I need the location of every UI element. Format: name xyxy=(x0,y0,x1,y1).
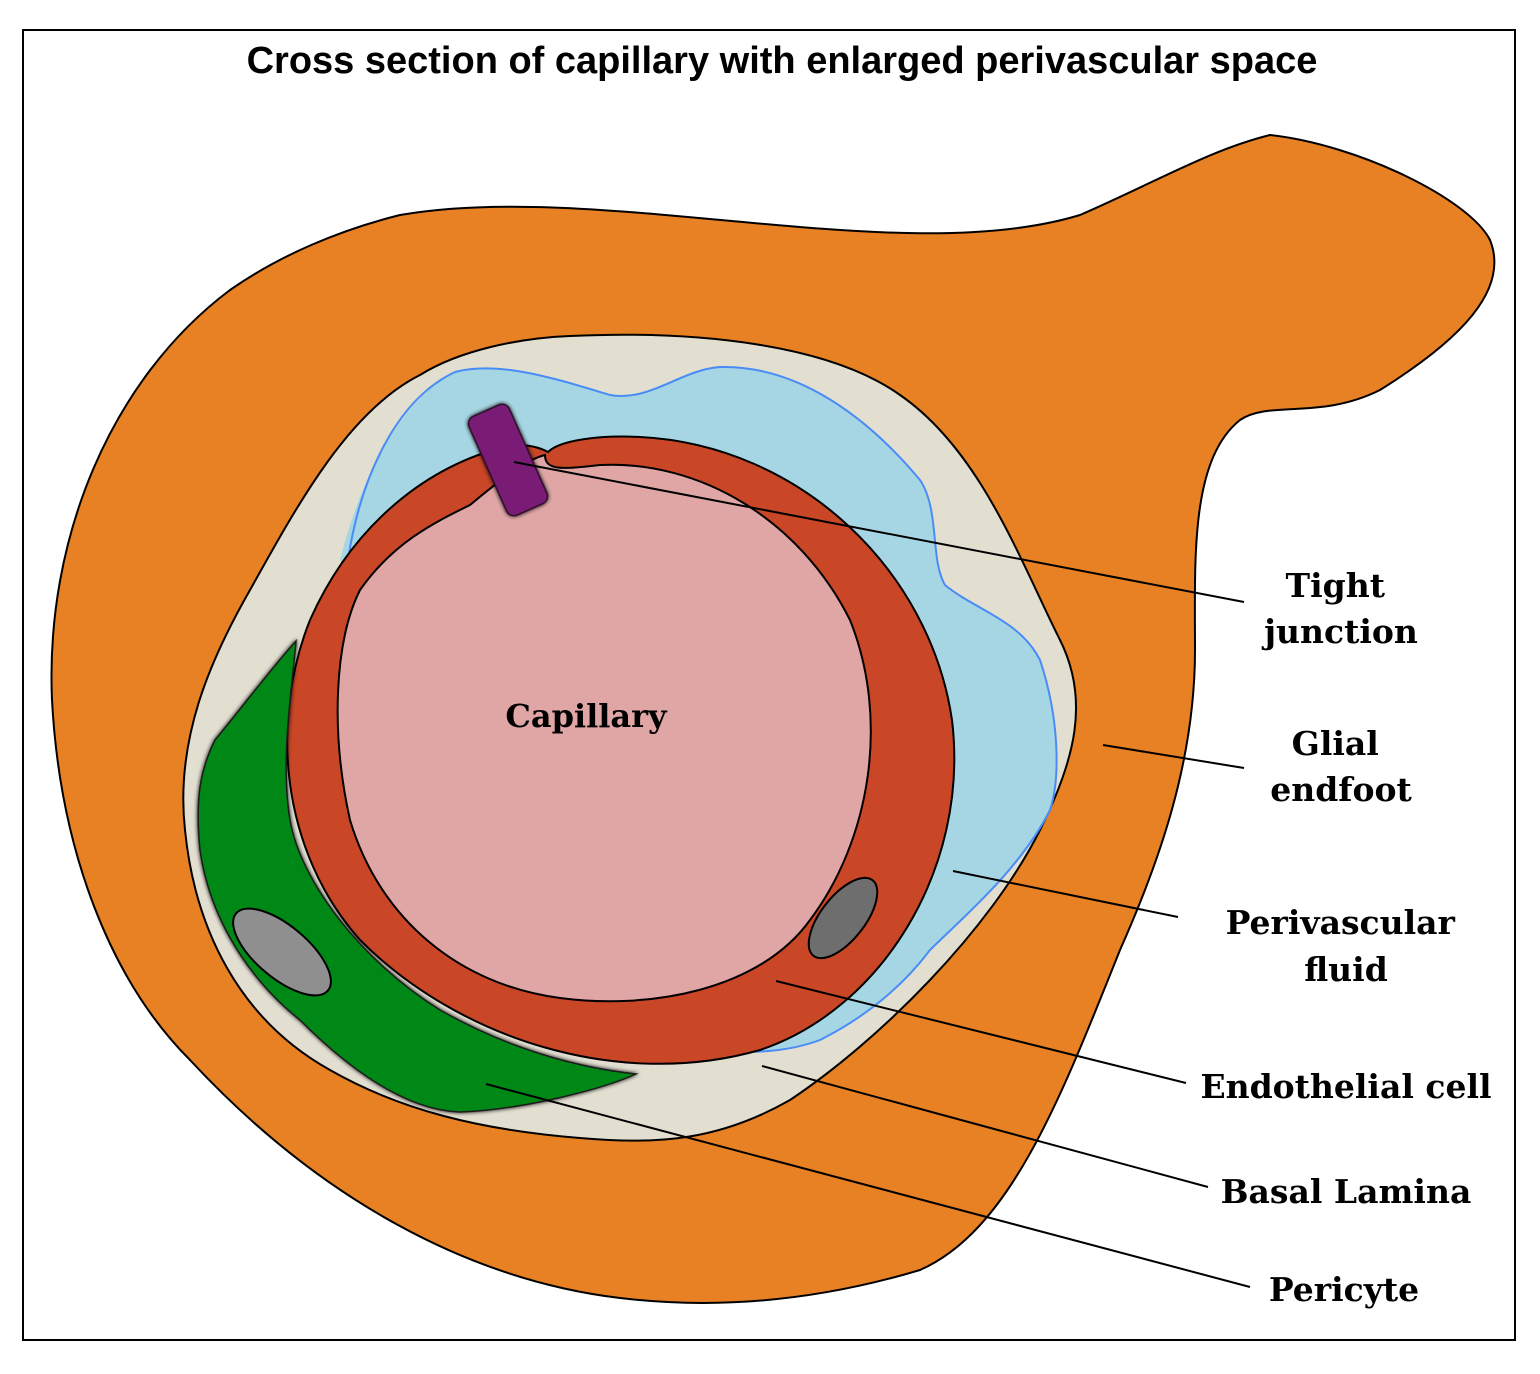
tight-junction xyxy=(467,403,549,517)
label-glial-endfoot: Glial endfoot xyxy=(1270,724,1412,809)
label-basal-lamina: Basal Lamina xyxy=(1221,1172,1472,1211)
capillary-label: Capillary xyxy=(505,697,668,735)
label-perivascular-fluid-line2: fluid xyxy=(1304,950,1388,989)
label-glial-endfoot-line1: Glial xyxy=(1292,724,1379,763)
leader-lines xyxy=(485,461,1251,1288)
label-glial-endfoot-line2: endfoot xyxy=(1270,770,1412,809)
label-endothelial-cell: Endothelial cell xyxy=(1200,1067,1491,1106)
capillary-lumen xyxy=(336,453,872,1003)
leader-glial-endfoot xyxy=(1102,744,1245,769)
label-pericyte: Pericyte xyxy=(1269,1270,1419,1309)
leader-tight-junction xyxy=(513,461,1245,603)
pericyte-nucleus xyxy=(232,907,332,997)
leader-endothelial-cell xyxy=(775,980,1187,1084)
figure-title: Cross section of capillary with enlarged… xyxy=(246,40,1318,82)
leader-perivascular-fluid xyxy=(952,870,1179,918)
label-tight-junction: Tight junction xyxy=(1261,566,1418,651)
leader-pericyte xyxy=(485,1083,1251,1288)
label-tight-junction-line1: Tight xyxy=(1286,566,1386,605)
endothelial-nucleus xyxy=(807,876,879,960)
perivascular-fluid-outline xyxy=(347,365,1058,1054)
label-perivascular-fluid-line1: Perivascular xyxy=(1226,903,1456,942)
label-perivascular-fluid: Perivascular fluid xyxy=(1226,903,1467,989)
leader-basal-lamina xyxy=(761,1065,1209,1188)
label-tight-junction-line2: junction xyxy=(1261,612,1418,651)
